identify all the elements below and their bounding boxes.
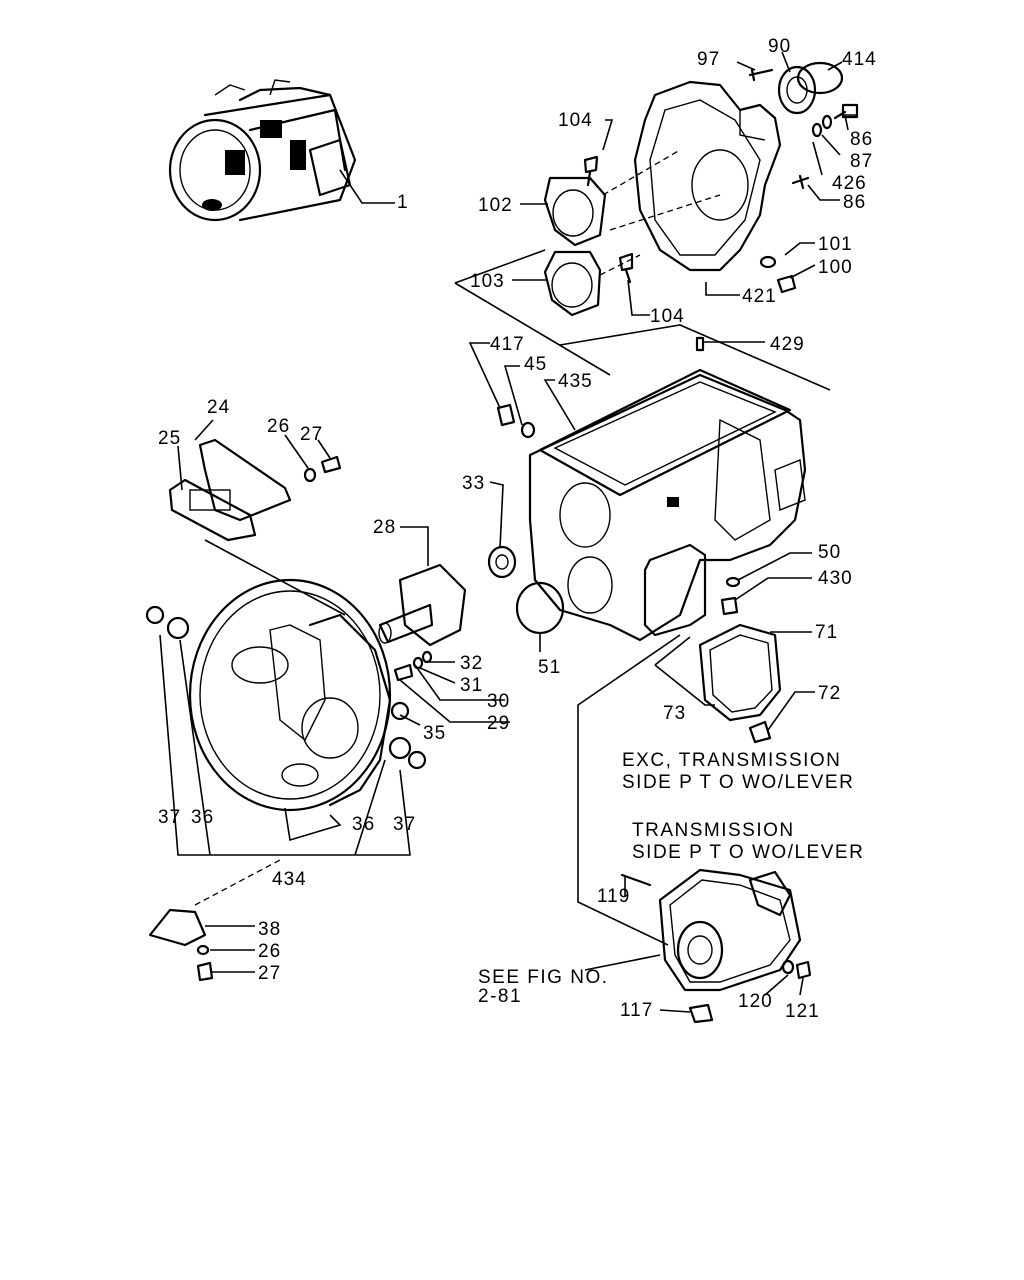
label-50: 50	[818, 542, 841, 563]
label-25: 25	[158, 428, 181, 449]
note-exc-line2: SIDE P T O WO/LEVER	[622, 772, 854, 793]
notes: EXC, TRANSMISSION SIDE P T O WO/LEVER TR…	[478, 750, 864, 1007]
transmission-assembly-illustration	[168, 79, 395, 222]
label-26-bottom: 26	[258, 941, 281, 962]
label-28: 28	[373, 517, 396, 538]
label-30: 30	[487, 691, 510, 712]
label-417: 417	[490, 334, 525, 355]
label-421: 421	[742, 286, 777, 307]
inspection-cover-group	[168, 438, 346, 616]
label-119: 119	[597, 886, 630, 907]
label-35: 35	[423, 723, 446, 744]
label-51: 51	[538, 657, 561, 678]
label-72: 72	[818, 683, 841, 704]
label-45: 45	[524, 354, 547, 375]
rear-housing-group	[543, 61, 859, 317]
pto-cover-group	[654, 623, 782, 744]
label-36-left: 36	[191, 807, 214, 828]
label-120: 120	[738, 991, 773, 1012]
label-86-top: 86	[850, 129, 873, 150]
part-labels: 97 90 414 104 86 87 426 86 1 102 101 100…	[158, 36, 877, 1022]
label-71: 71	[815, 622, 838, 643]
label-37-right: 37	[393, 814, 416, 835]
label-24: 24	[207, 397, 230, 418]
note-see-fig-line1: SEE FIG NO.	[478, 967, 609, 988]
label-32: 32	[460, 653, 483, 674]
label-102: 102	[478, 195, 513, 216]
label-26-top: 26	[267, 416, 290, 437]
label-430: 430	[818, 568, 853, 589]
lower-plate-group	[148, 859, 281, 982]
label-117: 117	[620, 1000, 653, 1021]
main-case	[487, 336, 807, 642]
label-86-bottom: 86	[843, 192, 866, 213]
label-426: 426	[832, 173, 867, 194]
label-429: 429	[770, 334, 805, 355]
connect-line-right	[559, 324, 831, 391]
clutch-housing	[145, 563, 467, 856]
label-36-right: 36	[352, 814, 375, 835]
note-trans-line1: TRANSMISSION	[632, 820, 795, 841]
connect-line-top	[454, 249, 546, 284]
label-121: 121	[785, 1001, 820, 1022]
connect-line-mid	[454, 282, 611, 376]
label-435: 435	[558, 371, 593, 392]
label-31: 31	[460, 675, 483, 696]
label-1: 1	[397, 192, 409, 213]
label-414: 414	[842, 49, 877, 70]
label-33: 33	[462, 473, 485, 494]
note-exc-line1: EXC, TRANSMISSION	[622, 750, 841, 771]
label-104-bottom: 104	[650, 306, 685, 327]
label-103: 103	[470, 271, 505, 292]
label-434: 434	[272, 869, 307, 890]
label-29: 29	[487, 713, 510, 734]
label-90: 90	[768, 36, 791, 57]
label-87: 87	[850, 151, 873, 172]
label-37-left: 37	[158, 807, 181, 828]
label-101: 101	[818, 234, 853, 255]
label-104-top: 104	[558, 110, 593, 131]
note-trans-line2: SIDE P T O WO/LEVER	[632, 842, 864, 863]
pto-assembly	[577, 634, 812, 1024]
label-38: 38	[258, 919, 281, 940]
label-27-bottom: 27	[258, 963, 281, 984]
label-97: 97	[697, 49, 720, 70]
label-100: 100	[818, 257, 853, 278]
note-see-fig-line2: 2-81	[478, 986, 522, 1007]
leader-lines	[177, 51, 857, 1013]
label-73: 73	[663, 703, 686, 724]
label-27-top: 27	[300, 424, 323, 445]
